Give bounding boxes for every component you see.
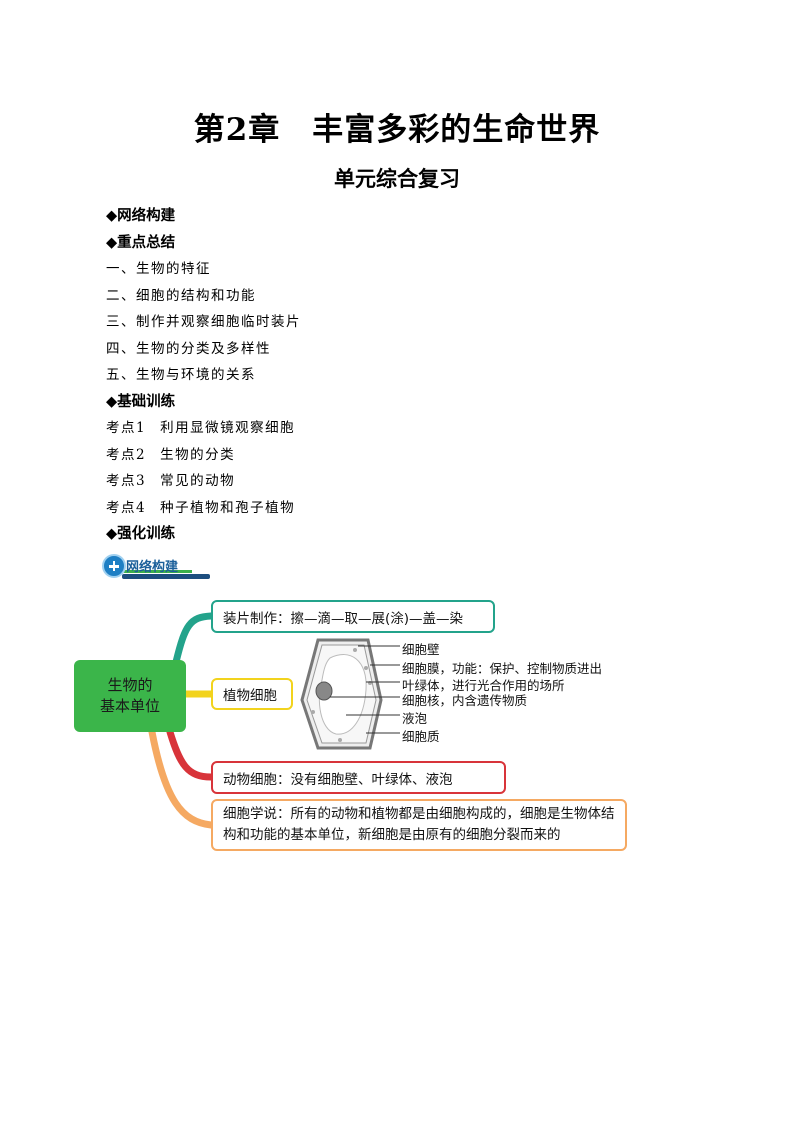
toc-heading-network: ◆网络构建 [106, 208, 176, 224]
connector-theory [148, 728, 215, 829]
chloroplast [338, 738, 342, 742]
exam-point-label: 考点1 [106, 420, 147, 436]
chapter-title: 第2章 丰富多彩的生命世界 [193, 112, 601, 148]
chloroplast [353, 648, 357, 652]
section-badge: 网络构建 [102, 552, 212, 580]
root-line-1: 生物的 [107, 676, 153, 694]
unit-subtitle: 单元综合复习 [334, 166, 460, 191]
cell-label: 细胞核，内含遗传物质 [402, 693, 528, 708]
toc-exam-point: 考点1 利用显微镜观察细胞 [106, 415, 301, 442]
exam-point-label: 考点4 [106, 499, 147, 516]
cell-label: 细胞质 [402, 729, 440, 744]
branch-animal-cell: 动物细胞：没有细胞壁、叶绿体、液泡 [211, 761, 506, 794]
mindmap-root: 生物的 基本单位 [74, 660, 186, 732]
cell-label: 细胞膜，功能：保护、控制物质进出 [402, 661, 603, 676]
cell-label: 叶绿体，进行光合作用的场所 [402, 678, 565, 693]
badge-label: 网络构建 [126, 560, 179, 575]
exam-point-text: 生物的分类 [160, 446, 236, 463]
cell-label: 细胞壁 [402, 642, 440, 657]
exam-point-text: 常见的动物 [160, 473, 236, 489]
chloroplast [364, 666, 368, 670]
cell-label: 液泡 [402, 711, 428, 726]
branch-plant-cell: 植物细胞 [211, 678, 293, 710]
vacuole [318, 654, 367, 735]
table-of-contents: ◆网络构建 ◆重点总结 一、生物的特征 二、细胞的结构和功能 三、制作并观察细胞… [106, 203, 301, 548]
plus-circle-icon [102, 554, 126, 578]
toc-exam-point: 考点3 常见的动物 [106, 468, 301, 495]
root-line-2: 基本单位 [99, 697, 160, 715]
toc-heading-basic: ◆基础训练 [106, 393, 176, 410]
toc-summary-item: 四、生物的分类及多样性 [106, 340, 271, 357]
exam-point-label: 考点2 [106, 446, 147, 463]
nucleus [315, 681, 333, 701]
chloroplast [311, 710, 315, 714]
branch-slide-making: 装片制作：擦—滴—取—展(涂)—盖—染 [211, 600, 495, 633]
exam-point-text: 利用显微镜观察细胞 [160, 420, 296, 436]
exam-point-label: 考点3 [106, 473, 147, 489]
toc-summary-item: 五、生物与环境的关系 [106, 367, 256, 383]
connector-animal [166, 728, 215, 781]
toc-summary-item: 一、生物的特征 [106, 261, 211, 277]
badge-accent-stripe [122, 570, 192, 573]
connector-slide [172, 612, 215, 666]
cell-membrane [306, 644, 377, 744]
exam-point-text: 种子植物和孢子植物 [160, 499, 296, 516]
plant-cell-drawing [300, 638, 400, 750]
chloroplast [368, 681, 372, 685]
branch-cell-theory: 细胞学说：所有的动物和植物都是由细胞构成的，细胞是生物体结构和功能的基本单位，新… [211, 799, 627, 851]
toc-heading-strengthen: ◆强化训练 [106, 526, 176, 542]
toc-exam-point: 考点4 种子植物和孢子植物 [106, 495, 301, 522]
badge-underline [122, 574, 210, 579]
toc-summary-item: 三、制作并观察细胞临时装片 [106, 314, 301, 330]
cell-wall [300, 638, 383, 750]
toc-heading-summary: ◆重点总结 [106, 234, 176, 251]
toc-summary-item: 二、细胞的结构和功能 [106, 287, 256, 304]
toc-exam-point: 考点2 生物的分类 [106, 442, 301, 469]
